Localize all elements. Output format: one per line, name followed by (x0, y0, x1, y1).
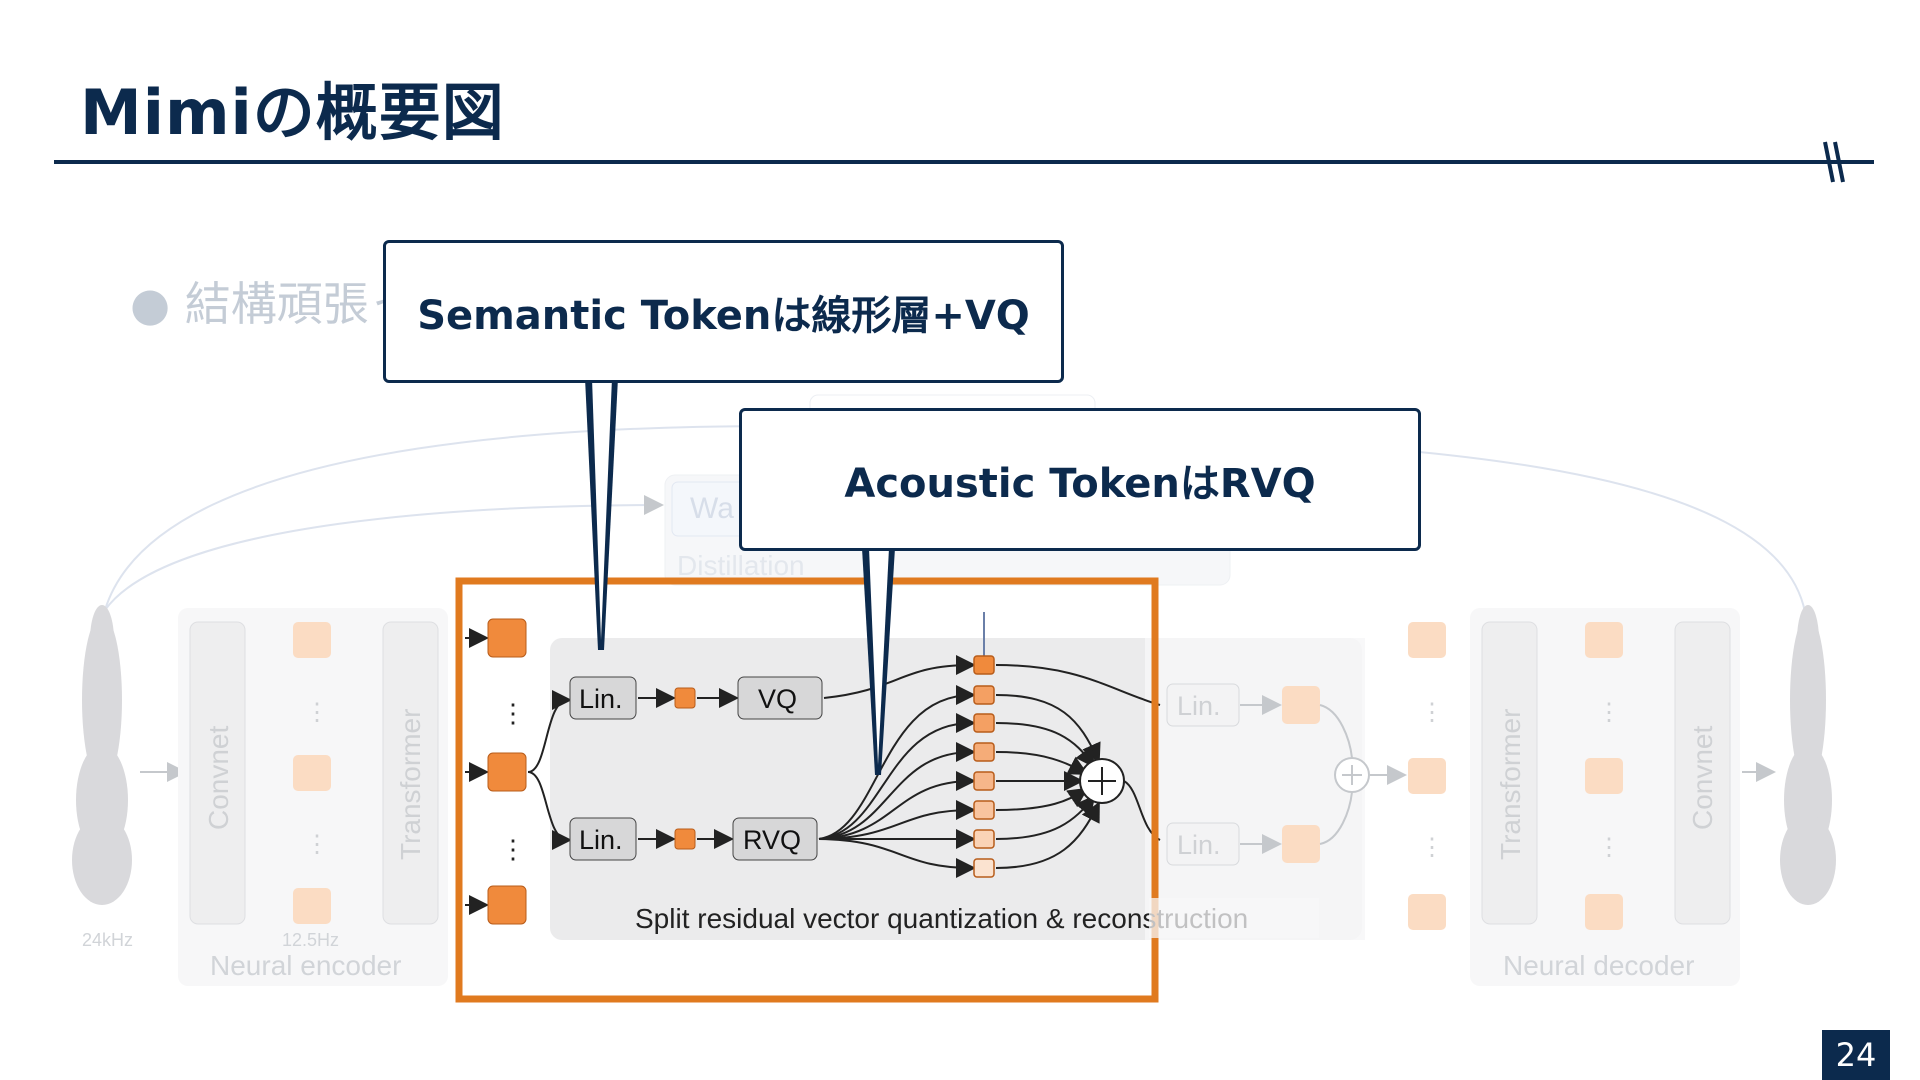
semantic-token (674, 687, 696, 709)
sum-node (995, 664, 1161, 869)
encoder-token-top (293, 622, 331, 658)
encoder-convnet-box (189, 621, 246, 925)
neural-decoder: ⋮ ⋮ Transformer ⋮ ⋮ Convnet Neural decod… (1408, 608, 1776, 986)
highlight-frame (455, 577, 1159, 1003)
encoder-dots-lower: ⋮ (305, 831, 329, 858)
decoder-convnet-label: Convnet (1687, 725, 1718, 830)
acoustic-lin-label: Lin. (579, 825, 623, 855)
acoustic-lin-box (569, 817, 637, 861)
decoder-mid-token-bottom (1585, 894, 1623, 930)
codebook-token-5 (973, 771, 995, 791)
semantic-token-callout: Semantic Tokenは線形層+VQ (383, 240, 1064, 383)
acoustic-branch: Lin. RVQ (569, 817, 818, 861)
decoder-caption: Neural decoder (1503, 950, 1694, 981)
latent-tokens: ⋮ ⋮ (465, 618, 527, 925)
codebook-token-4 (973, 742, 995, 762)
semantic-callout-pointer-fill (592, 378, 612, 640)
recon-lin-top-box (1166, 683, 1240, 727)
section-break-icon (1823, 141, 1845, 183)
title-divider (54, 160, 1874, 164)
acoustic-token (674, 828, 696, 850)
token-rate-label: 12.5Hz (282, 930, 339, 950)
decoder-dots-upper: ⋮ (1420, 699, 1444, 726)
recon-token-top (1282, 686, 1320, 724)
semantic-lin-label: Lin. (579, 684, 623, 714)
page-title: Mimiの概要図 (80, 76, 505, 149)
encoder-caption: Neural encoder (210, 950, 401, 981)
semantic-vq-box (737, 676, 823, 720)
srvq-faded-overlay (1145, 638, 1365, 940)
latent-token-bottom (487, 885, 527, 925)
neural-encoder: Convnet ⋮ ⋮ Transformer 12.5Hz Neural en… (178, 608, 448, 986)
bullet-text: ● 結構頑張っ (130, 277, 415, 331)
encoder-dots-upper: ⋮ (305, 699, 329, 726)
acoustic-rvq-label: RVQ (743, 825, 801, 855)
latent-dots-lower: ⋮ (500, 834, 526, 864)
latent-dots-upper: ⋮ (500, 698, 526, 728)
split-arrow-acoustic (527, 771, 572, 850)
decoder-mid-token-mid (1585, 758, 1623, 794)
split-arrow-semantic (527, 690, 572, 773)
semantic-lin-box (569, 676, 637, 720)
decoder-mid-token-top (1585, 622, 1623, 658)
decoder-transformer-label: Transformer (1495, 709, 1526, 860)
recon-lin-bottom-box (1166, 822, 1240, 866)
output-waveform (1780, 605, 1836, 905)
latent-token-mid (487, 752, 527, 792)
input-waveform (72, 605, 132, 905)
codebook-tokens (818, 655, 976, 878)
encoder-convnet-label: Convnet (203, 725, 234, 830)
recon-lin-bottom-label: Lin. (1177, 830, 1221, 860)
decoder-mid-dots-lower: ⋮ (1597, 834, 1621, 861)
decoder-mid-dots-upper: ⋮ (1597, 699, 1621, 726)
recon-token-bottom (1282, 825, 1320, 863)
decoder-token-mid (1408, 758, 1446, 794)
distillation-label: Distillation (677, 550, 805, 581)
decoder-token-bottom (1408, 894, 1446, 930)
encoder-token-bottom (293, 888, 331, 924)
acoustic-token-callout: Acoustic TokenはRVQ (739, 408, 1421, 551)
distillation-arc-inner (104, 495, 664, 611)
decoder-convnet-box (1674, 621, 1731, 925)
encoder-transformer-box (382, 621, 439, 925)
codebook-token-7 (973, 829, 995, 849)
input-rate-label: 24kHz (82, 930, 133, 950)
encoder-transformer-label: Transformer (395, 709, 426, 860)
codebook-token-2 (973, 685, 995, 705)
codebook-token-8 (973, 858, 995, 878)
srvq-caption: Split residual vector quantization & rec… (635, 903, 1248, 934)
acoustic-callout-pointer-fill (869, 548, 889, 765)
decoder-token-top (1408, 622, 1446, 658)
codebook-token-stack (973, 655, 995, 878)
decoder-dots-lower: ⋮ (1420, 834, 1444, 861)
semantic-branch: Lin. VQ (569, 676, 823, 720)
codebook-token-1 (973, 655, 995, 675)
wavlm-label: Wa (690, 492, 734, 525)
latent-token-top (487, 618, 527, 658)
page-number: 24 (1822, 1030, 1890, 1080)
decoder-transformer-box (1481, 621, 1538, 925)
reconstruction-block: Lin. Lin. (1166, 683, 1407, 866)
srvq-caption-fade (1149, 898, 1319, 938)
acoustic-rvq-box (732, 817, 818, 861)
encoder-token-mid (293, 755, 331, 791)
codebook-token-6 (973, 800, 995, 820)
semantic-vq-label: VQ (758, 684, 797, 714)
recon-lin-top-label: Lin. (1177, 691, 1221, 721)
codebook-token-3 (973, 713, 995, 733)
